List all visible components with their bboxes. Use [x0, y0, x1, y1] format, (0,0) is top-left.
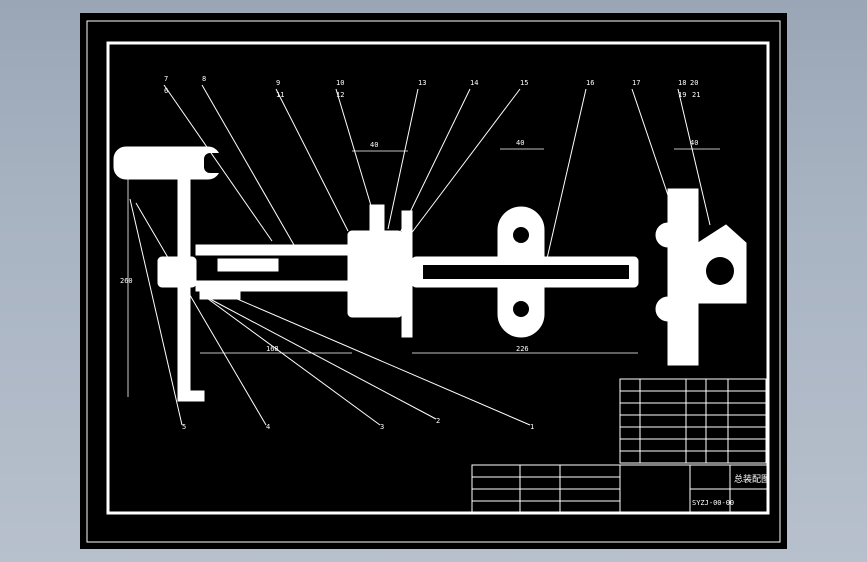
balloon-label: 7 [164, 75, 168, 83]
end-plate [667, 188, 699, 366]
flange-plate [401, 210, 413, 338]
balloon-label: 9 [276, 79, 280, 87]
balloon-label: 15 [520, 79, 528, 87]
balloon-label: 21 [692, 91, 700, 99]
balloon-label: 20 [690, 79, 698, 87]
shaft-bore [423, 265, 629, 279]
gearbox-stem [369, 204, 385, 236]
balloon-label: 17 [632, 79, 640, 87]
handle-base [177, 390, 205, 402]
part-holes [204, 153, 734, 317]
balloon-label: 13 [418, 79, 426, 87]
hub-left [157, 256, 197, 288]
inner-frame [106, 41, 770, 515]
handle-arm [177, 178, 191, 400]
drawing-number: SYZJ-00-00 [692, 499, 734, 507]
balloon-label: 5 [182, 423, 186, 431]
dimension-label: 40 [370, 141, 378, 149]
balloon-label: 18 [678, 79, 686, 87]
bolt-lower [655, 296, 681, 322]
dimension-lines [127, 148, 720, 397]
title-block [471, 464, 769, 514]
gearbox-body [347, 230, 403, 318]
dimension-label: 168 [266, 345, 279, 353]
balloon-label: 3 [380, 423, 384, 431]
link-hole-lower [513, 301, 529, 317]
upper-rod [195, 244, 357, 256]
balloon-label: 12 [336, 91, 344, 99]
dimension-group: 40 40 40 260 168 226 [120, 139, 698, 353]
balloon-label: 14 [470, 79, 478, 87]
balloon-label: 6 [164, 87, 168, 95]
leader-lines [129, 84, 711, 426]
dimension-label: 226 [516, 345, 529, 353]
outer-border [86, 20, 781, 543]
balloon-label: 4 [266, 423, 270, 431]
balloon-label: 10 [336, 79, 344, 87]
bolt-upper [655, 222, 681, 248]
balloon-label: 8 [202, 75, 206, 83]
dimension-label: 40 [690, 139, 698, 147]
balloon-label: 11 [276, 91, 284, 99]
rack-piece [217, 258, 279, 272]
grip-slot [204, 153, 266, 173]
balloon-label: 2 [436, 417, 440, 425]
parts-list [619, 378, 767, 464]
balloon-label: 16 [586, 79, 594, 87]
link-hole-upper [513, 227, 529, 243]
dimension-label: 40 [516, 139, 524, 147]
title-text: 总装配图 [734, 473, 770, 485]
dimension-label: 260 [120, 277, 133, 285]
balloon-label: 1 [530, 423, 534, 431]
balloon-label: 19 [678, 91, 686, 99]
lug-hole [706, 257, 734, 285]
